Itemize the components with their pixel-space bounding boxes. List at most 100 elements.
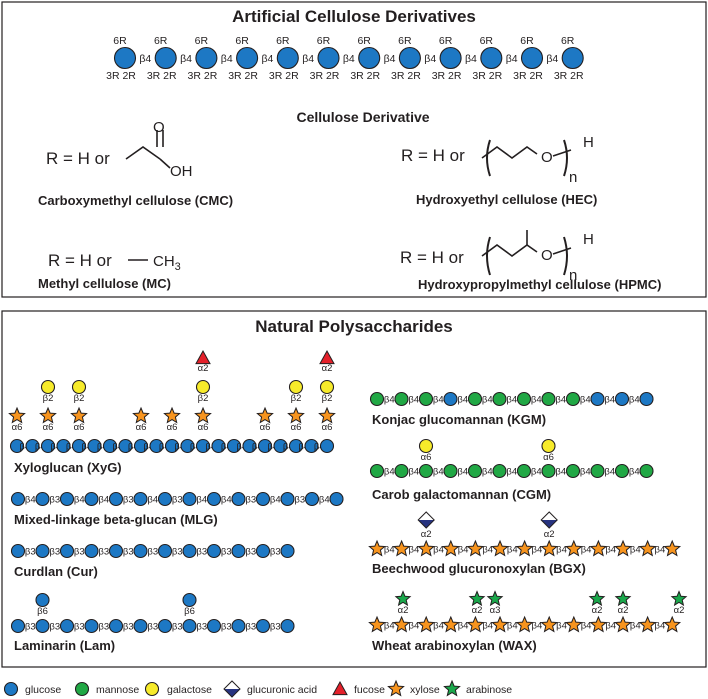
- bgx-backbone-unit: [614, 539, 632, 557]
- wax-arabinose-branch: [486, 590, 504, 607]
- cmc-oh: OH: [170, 163, 193, 180]
- cellulose-3r2r-label: 3R 2R: [147, 70, 177, 82]
- cur-linkage-label: β3: [25, 547, 36, 558]
- diamond-outline: [417, 511, 435, 529]
- lam-name: Laminarin (Lam): [14, 638, 115, 653]
- cmc-r-label: R = H or: [46, 149, 110, 168]
- xyg-glucose: [273, 438, 288, 454]
- xyg-glucose: [257, 438, 273, 454]
- cgm-backbone-unit: [467, 463, 483, 479]
- cellulose-3r2r-label: 3R 2R: [432, 70, 462, 82]
- cgm-linkage-label: β4: [604, 467, 615, 478]
- xyg-linkage-label: β4: [314, 442, 325, 453]
- diamond-outline: [540, 511, 558, 529]
- mlg-linkage-label: β3: [294, 495, 305, 506]
- xyg-linkage-label: β4: [19, 442, 30, 453]
- cellulose-3r2r-label: 3R 2R: [188, 70, 218, 82]
- wax-backbone-unit: [638, 615, 657, 633]
- xyg-glucose: [118, 438, 133, 454]
- xyg-glucose: [56, 438, 71, 454]
- hpmc-structure: R = H or O H n Hydroxypropylmethyl cellu…: [400, 230, 661, 292]
- cellulose-3r2r-label: 3R 2R: [350, 70, 380, 82]
- hec-bracket-right: [563, 139, 568, 177]
- kgm-backbone-unit: [394, 391, 409, 407]
- cellulose-glucose-unit: [195, 46, 218, 70]
- natural-panel-title: Natural Polysaccharides: [255, 317, 452, 336]
- mlg-linkage-label: β4: [319, 495, 330, 506]
- xyg-galactose-branch: [288, 379, 304, 395]
- cgm-linkage-label: β4: [629, 467, 640, 478]
- kgm-linkage-label: β4: [506, 395, 517, 406]
- xyg-a6-label: α6: [12, 422, 23, 433]
- kgm-linkage-label: β4: [604, 395, 615, 406]
- cellulose-3r2r-label: 3R 2R: [554, 70, 584, 82]
- wax-backbone-unit: [491, 615, 509, 633]
- wax-branch-linkage-label: α2: [472, 605, 483, 616]
- mlg-backbone-unit: [84, 491, 99, 507]
- xyg-glucose: [211, 438, 226, 454]
- natural-panel-border: [1, 310, 707, 668]
- cellulose-glucose-unit: [236, 46, 259, 70]
- wax-arabinose-branch: [670, 590, 688, 607]
- xyg-a6-label: α6: [74, 422, 85, 433]
- cellulose-linkage-label: β4: [139, 53, 151, 65]
- lam-backbone-unit: [108, 618, 124, 634]
- cgm-galactose-branch: [418, 438, 434, 454]
- xyg-xylose-branch: [287, 406, 305, 424]
- mlg-backbone-unit: [157, 491, 173, 507]
- mlg-backbone-unit: [59, 491, 75, 507]
- mlg-backbone-unit: [304, 491, 320, 507]
- cur-linkage-label: β3: [74, 547, 85, 558]
- cellulose-linkage-label: β4: [343, 53, 355, 65]
- bgx-linkage-label: β4: [409, 545, 420, 556]
- lam-linkage-label: β3: [172, 622, 183, 633]
- cgm-backbone-unit: [443, 463, 458, 479]
- cellulose-6r-label: 6R: [439, 35, 453, 47]
- wax-arabinose-branch: [468, 590, 486, 607]
- cur-backbone-unit: [255, 543, 271, 559]
- wax-linkage-label: β4: [532, 621, 543, 632]
- mlg-backbone-unit: [35, 491, 50, 507]
- hpmc-name: Hydroxypropylmethyl cellulose (HPMC): [418, 277, 661, 292]
- cellulose-3r2r-label: 3R 2R: [472, 70, 502, 82]
- hec-oxygen: O: [541, 149, 553, 166]
- cur-backbone-unit: [280, 543, 295, 559]
- cur-backbone-unit: [84, 543, 99, 559]
- cellulose-glucose-unit: [480, 46, 503, 70]
- legend-fucose-icon: [332, 680, 348, 696]
- xyg-glucose: [164, 438, 180, 454]
- cur-linkage-label: β3: [98, 547, 109, 558]
- bgx-linkage-label: β4: [458, 545, 469, 556]
- mc-name: Methyl cellulose (MC): [38, 276, 171, 291]
- cur-backbone-unit: [35, 543, 50, 559]
- cur-backbone-unit: [206, 543, 222, 559]
- mlg-name: Mixed-linkage beta-glucan (MLG): [14, 512, 218, 527]
- cellulose-3r2r-label: 3R 2R: [106, 70, 136, 82]
- cellulose-6r-label: 6R: [561, 35, 575, 47]
- bgx-a2-label: α2: [421, 529, 432, 540]
- cgm-backbone-unit: [614, 463, 630, 479]
- legend-label-fucose: fucose: [354, 684, 385, 696]
- bgx-linkage-label: β4: [433, 545, 444, 556]
- cgm-a6-label: α6: [543, 452, 554, 463]
- xyg-galactose-branch: [319, 379, 335, 395]
- lam-backbone-unit: [133, 618, 148, 634]
- cgm-linkage-label: β4: [433, 467, 444, 478]
- xyg-b2-label: β2: [291, 393, 302, 404]
- kgm-backbone-unit: [590, 391, 605, 407]
- bgx-backbone-unit: [417, 539, 436, 557]
- xyg-xylose-branch: [194, 406, 212, 424]
- cgm-linkage-label: β4: [506, 467, 517, 478]
- hec-structure: R = H or O H n Hydroxyethyl cellulose (H…: [401, 134, 597, 207]
- lam-linkage-label: β3: [123, 622, 134, 633]
- xyg-glucose: [226, 438, 242, 454]
- xyg-xylose-branch: [8, 406, 26, 424]
- lam-backbone-unit: [206, 618, 222, 634]
- hec-r-label: R = H or: [401, 146, 465, 165]
- cmc-carbonyl-o: O: [153, 119, 165, 136]
- xyg-b2-label: β2: [322, 393, 333, 404]
- mlg-backbone-unit: [255, 491, 271, 507]
- hec-n: n: [569, 169, 577, 186]
